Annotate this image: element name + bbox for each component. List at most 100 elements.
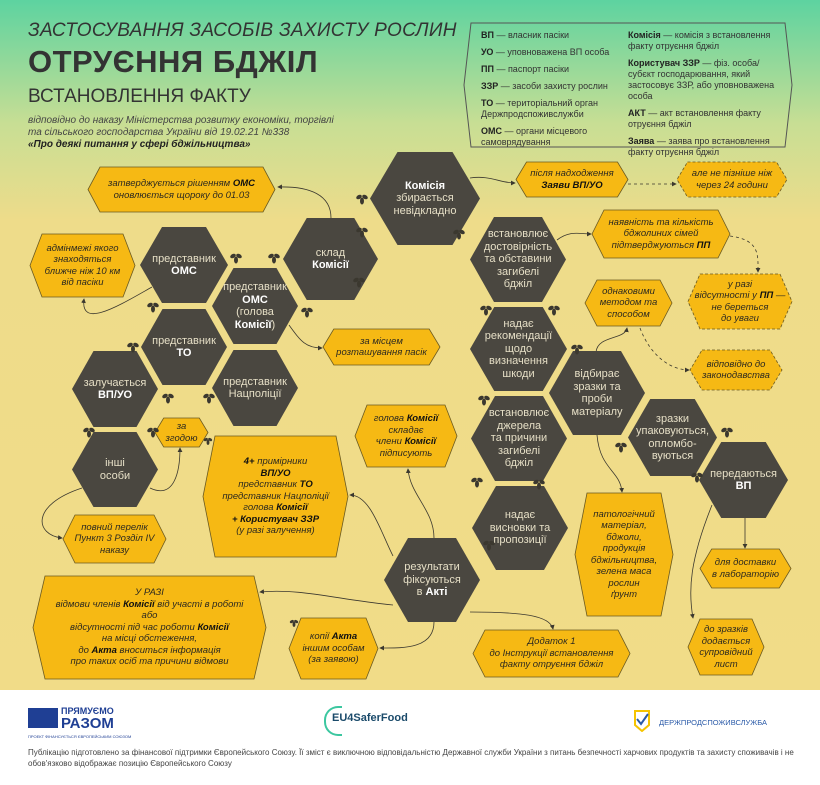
text-line: до уваги <box>721 313 759 325</box>
text-line: бджіл <box>504 278 532 291</box>
text-line: наказу <box>100 545 129 557</box>
text-segment: Комісії <box>312 259 349 271</box>
text-line: після надходження <box>530 168 613 180</box>
text-segment: та обставини <box>484 253 552 266</box>
text-segment: рослин <box>608 577 640 589</box>
text-line: ОМС <box>242 294 268 307</box>
text-line: ТО <box>176 347 191 360</box>
legal-basis-line: відповідно до наказу Міністерства розвит… <box>28 115 334 126</box>
text-segment: матеріал, <box>601 520 647 531</box>
box-shape <box>322 328 441 366</box>
text-segment: складає <box>388 424 424 436</box>
text-segment: лист <box>714 658 738 670</box>
text-line: методом та <box>600 297 658 309</box>
box-shape <box>689 349 783 391</box>
text-segment: Комісії <box>404 436 437 447</box>
text-line: зразки та <box>573 381 620 394</box>
legend-entry: ВП — власник пасіки <box>481 30 631 41</box>
legend-definition: — засоби захисту рослин <box>498 81 608 91</box>
text-line: адмінмежі якого <box>46 243 118 255</box>
text-line: передаються <box>710 468 777 481</box>
text-line: на місці обстеження, <box>102 633 197 645</box>
text-segment: відмови членів <box>55 598 124 610</box>
text-segment: за <box>176 421 187 432</box>
legend-definition: — заява про встановлення факту отруєння … <box>628 136 770 157</box>
text-segment: або <box>141 610 158 622</box>
bee-icon <box>452 227 466 241</box>
text-line: підтверджуються ПП <box>612 240 711 252</box>
bee-icon <box>570 342 584 356</box>
text-segment: бджіл <box>504 457 534 470</box>
text-segment: підписують <box>379 447 433 459</box>
text-line: встановлює <box>488 228 548 241</box>
text-line: додається <box>702 636 751 648</box>
legend-definition: — уповноважена ВП особа <box>493 47 610 57</box>
text-line: лист <box>714 659 737 671</box>
text-segment: пропозиції <box>493 534 547 547</box>
text-segment: матеріалу <box>571 405 623 418</box>
legend-abbr: УО <box>481 47 494 57</box>
bee-icon <box>547 303 561 317</box>
hexagon-shape <box>472 486 568 570</box>
text-line: бджільництва, <box>591 555 657 567</box>
bee-icon <box>202 391 216 405</box>
text-segment: (за заявою) <box>308 654 359 666</box>
text-line: підписують <box>380 448 433 460</box>
text-segment: додається <box>701 635 751 647</box>
text-segment: адмінмежі якого <box>46 242 119 254</box>
legal-basis: відповідно до наказу Міністерства розвит… <box>28 115 334 151</box>
text-segment: відповідно до <box>706 358 766 370</box>
text-segment: + Користувач ЗЗР <box>231 513 320 525</box>
text-line: (голова <box>236 306 274 319</box>
text-segment: ТО <box>176 347 192 359</box>
text-segment: ВП <box>735 480 752 492</box>
text-segment: голова <box>243 502 277 514</box>
legend-abbr: АКТ <box>628 108 646 118</box>
text-segment: ОМС <box>242 293 268 306</box>
text-line: Пункт 3 Розділ IV <box>75 533 155 545</box>
text-segment: надає <box>503 317 534 330</box>
text-line: Комісії <box>312 259 349 272</box>
text-segment: залучається <box>83 376 147 389</box>
text-line: склад <box>316 247 345 260</box>
text-line: встановлює <box>489 407 549 420</box>
text-line: згодою <box>166 433 198 445</box>
text-line: джерела <box>497 420 541 433</box>
text-segment: представник <box>223 281 287 293</box>
logo-eu4saferfood: EU4SaferFood <box>324 706 408 736</box>
hexagon-shape <box>470 307 567 391</box>
text-line: патологічний <box>593 509 655 521</box>
bee-icon <box>479 303 493 317</box>
text-segment: ТО <box>299 479 313 491</box>
text-line: члени Комісії <box>376 436 436 448</box>
text-line: пропозиції <box>493 534 546 547</box>
text-segment: Нацполіції <box>228 388 282 400</box>
legal-basis-order-title: «Про деякі питання у сфері бджільництва» <box>28 139 251 150</box>
text-segment: (голова <box>236 306 274 318</box>
eu-flag-icon <box>28 708 58 728</box>
text-segment: законодавства <box>702 370 770 381</box>
text-line: проби <box>582 393 613 406</box>
bee-icon <box>146 300 160 314</box>
box-shape <box>29 233 136 298</box>
text-segment: фіксуються <box>403 573 461 586</box>
